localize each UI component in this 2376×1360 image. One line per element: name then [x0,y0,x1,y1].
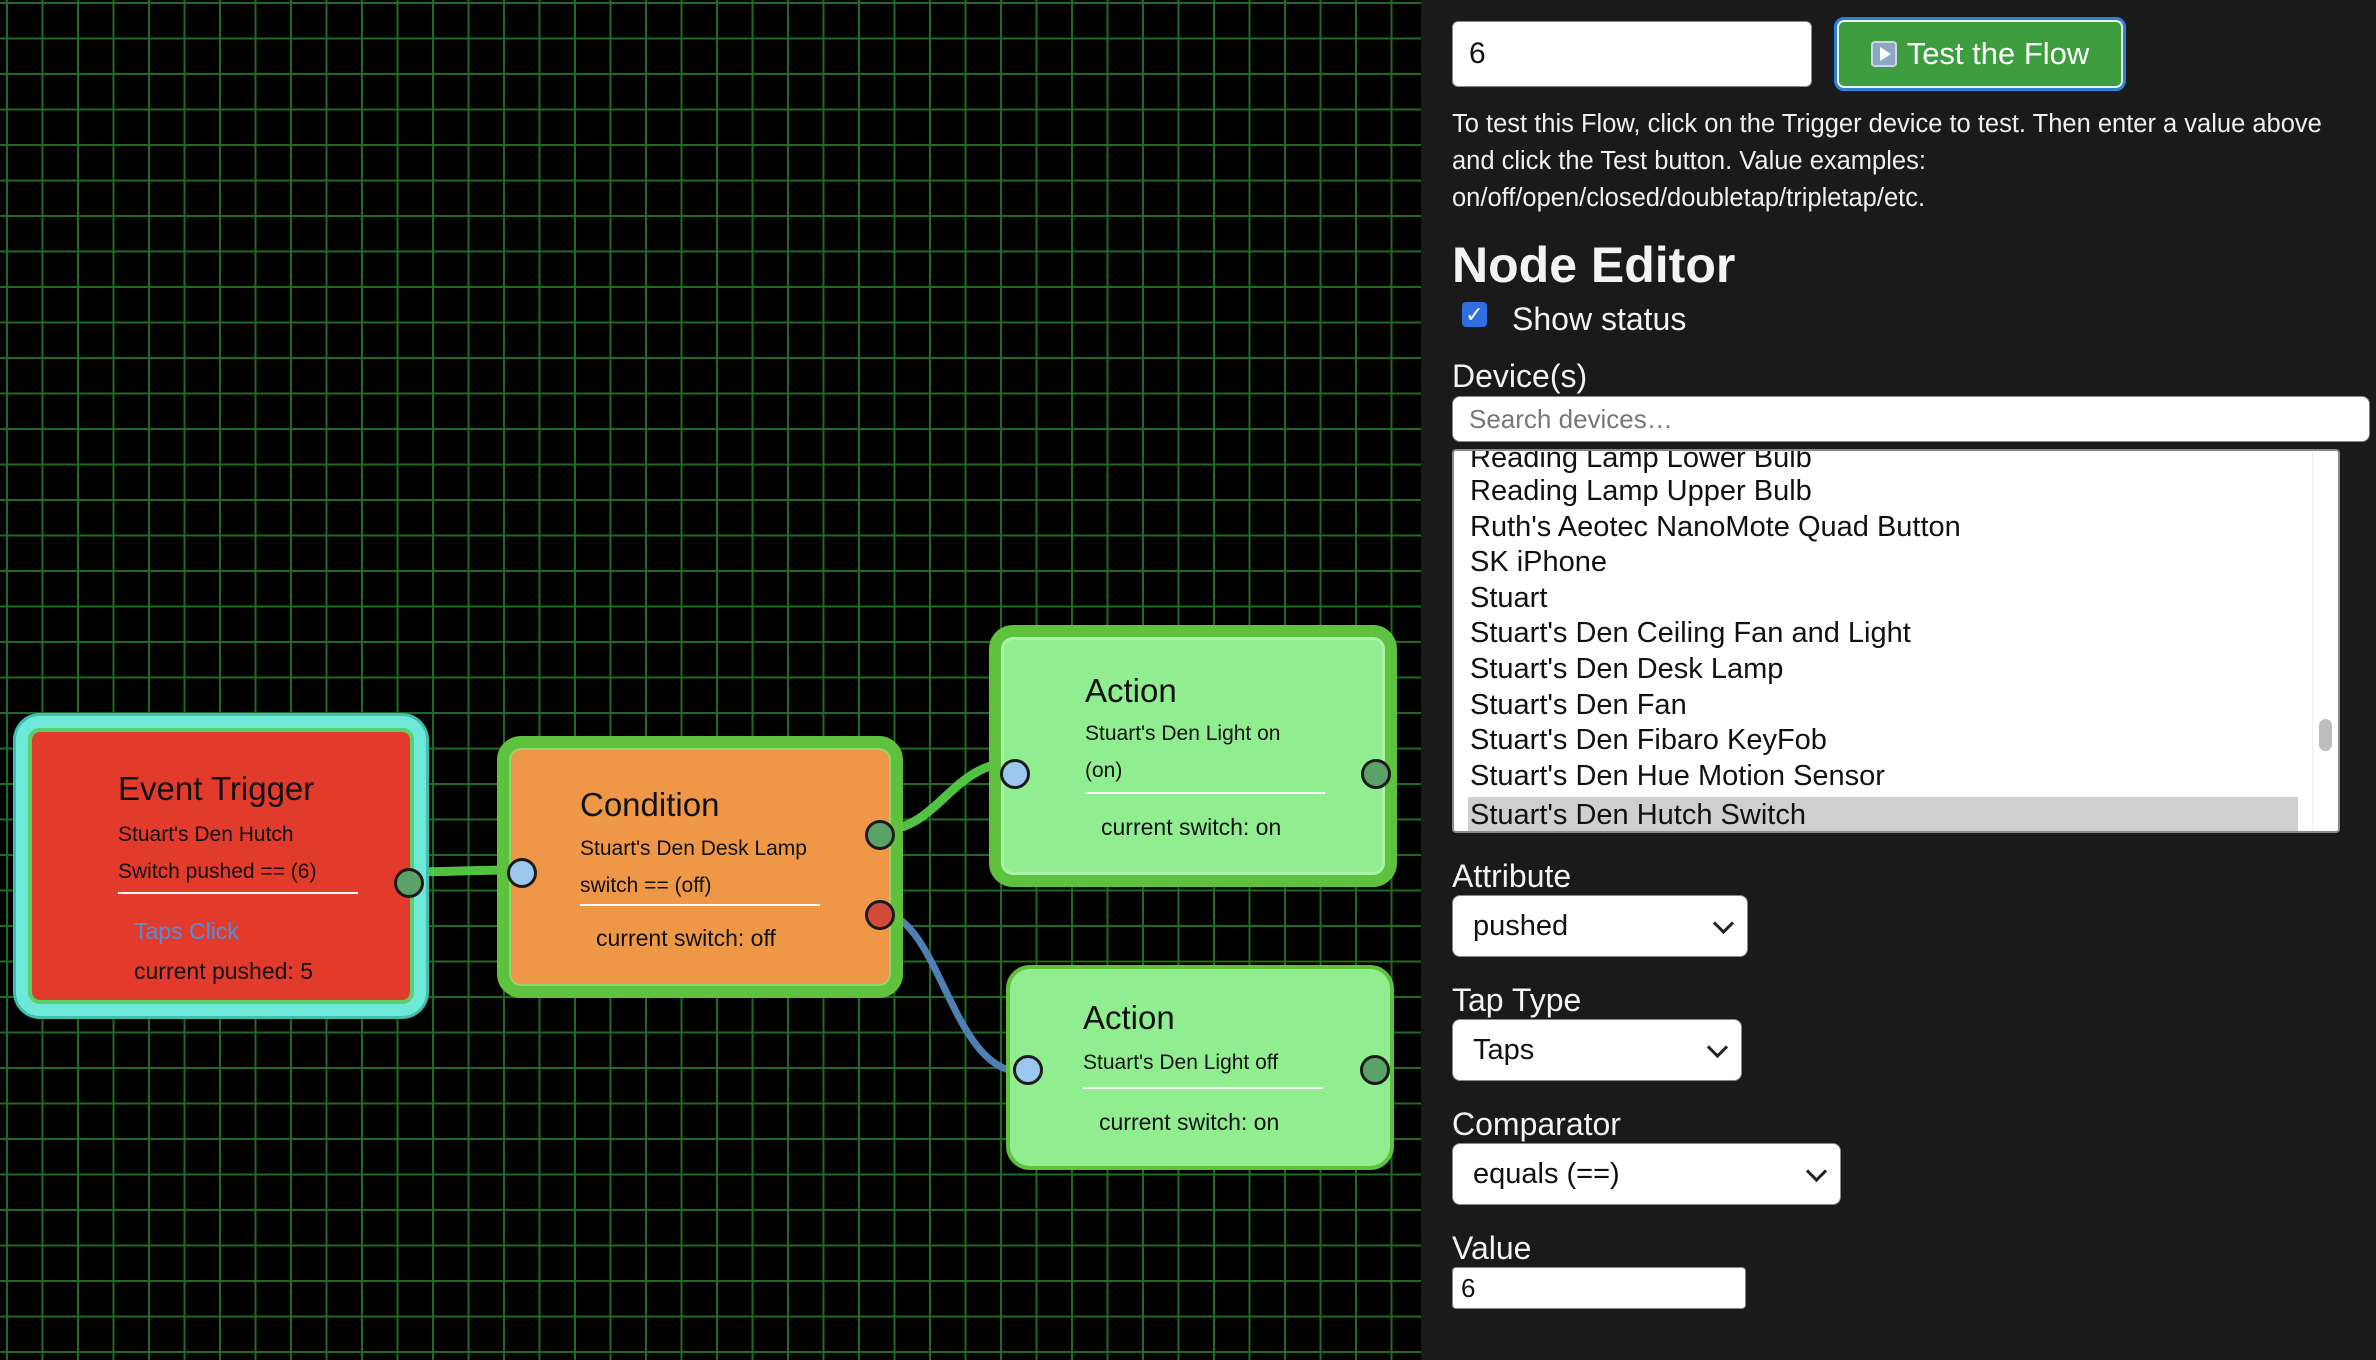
flow-canvas[interactable]: Event Trigger Stuart's Den Hutch Switch … [0,0,1421,1360]
value-label: Value [1452,1230,1532,1266]
action-node-light-on[interactable]: Action Stuart's Den Light on (on) curren… [989,625,1397,887]
false-output-port[interactable] [865,900,895,930]
output-port[interactable] [1360,1055,1390,1085]
node-title: Condition [580,786,720,823]
chevron-down-icon [1805,1160,1828,1183]
node-status: current switch: on [1101,814,1282,840]
node-description-line: switch == (off) [580,874,712,897]
list-scroll-track [2312,451,2313,831]
node-description: Stuart's Den Light off [1083,1044,1278,1081]
taps-click-link[interactable]: Taps Click [134,918,239,944]
list-item[interactable]: Reading Lamp Upper Bulb [1470,475,1812,507]
node-divider [1083,1087,1323,1089]
node-description-line: Stuart's Den Light on [1085,722,1281,745]
node-description-line: Stuart's Den Hutch [118,823,294,846]
node-divider [580,904,820,906]
attribute-select-value: pushed [1473,909,1569,942]
condition-node[interactable]: Condition Stuart's Den Desk Lamp switch … [497,736,903,998]
list-item[interactable]: Stuart's Den Desk Lamp [1470,653,1784,685]
node-status: current switch: off [596,925,776,951]
event-trigger-node[interactable]: Event Trigger Stuart's Den Hutch Switch … [16,716,426,1016]
show-status-checkbox[interactable]: ✓ [1462,302,1487,327]
node-editor-heading: Node Editor [1452,237,1736,293]
device-listbox[interactable]: Reading Lamp Lower Bulb Reading Lamp Upp… [1452,449,2340,833]
list-item[interactable]: Stuart [1470,582,1548,614]
test-flow-button-label: Test the Flow [1906,36,2090,71]
node-description-line: Switch pushed == (6) [118,860,317,883]
tap-type-select-value: Taps [1473,1033,1535,1066]
input-port[interactable] [1000,759,1030,789]
list-item[interactable]: Stuart's Den Hue Motion Sensor [1470,760,1885,792]
node-divider [118,892,358,894]
output-port[interactable] [1361,759,1391,789]
show-status-label: Show status [1512,301,1687,337]
node-status: current switch: on [1099,1109,1280,1135]
test-help-text: To test this Flow, click on the Trigger … [1452,110,2322,212]
input-port[interactable] [1013,1055,1043,1085]
value-input[interactable]: 6 [1452,1267,1746,1309]
node-title: Action [1083,999,1175,1036]
node-description: Stuart's Den Light on (on) [1085,715,1280,789]
list-item-selected[interactable]: Stuart's Den Hutch Switch [1468,797,2298,831]
comparator-select-value: equals (==) [1473,1157,1620,1190]
chevron-down-icon [1706,1036,1729,1059]
play-icon [1870,41,1897,67]
device-search-input[interactable]: Search devices… [1452,396,2370,442]
list-item[interactable]: SK iPhone [1470,546,1608,578]
input-port[interactable] [507,858,537,888]
comparator-select[interactable]: equals (==) [1452,1143,1841,1205]
output-port[interactable] [394,868,424,898]
action-node-light-off[interactable]: Action Stuart's Den Light off current sw… [1006,965,1394,1170]
list-item[interactable]: Stuart's Den Fibaro KeyFob [1470,724,1827,756]
tap-type-select[interactable]: Taps [1452,1019,1742,1081]
list-item[interactable]: Stuart's Den Ceiling Fan and Light [1470,617,1911,649]
attribute-label: Attribute [1452,858,1572,894]
node-description-line: Stuart's Den Desk Lamp [580,837,807,860]
list-item[interactable]: Reading Lamp Lower Bulb [1470,449,1812,474]
attribute-select[interactable]: pushed [1452,895,1748,957]
list-item[interactable]: Stuart's Den Fan [1470,689,1687,721]
test-flow-button[interactable]: Test the Flow [1834,17,2126,91]
list-item[interactable]: Ruth's Aeotec NanoMote Quad Button [1470,511,1961,543]
node-description-line: (on) [1085,759,1123,782]
comparator-label: Comparator [1452,1106,1621,1142]
tap-type-label: Tap Type [1452,982,1582,1018]
devices-label: Device(s) [1452,358,1588,394]
node-divider [1085,792,1325,794]
node-title: Action [1085,672,1177,709]
node-description-line: Stuart's Den Light off [1083,1051,1279,1074]
node-title: Event Trigger [118,770,315,807]
node-status: current pushed: 5 [134,958,314,984]
list-scrollbar[interactable] [2319,719,2332,751]
node-description: Stuart's Den Hutch Switch pushed == (6) [118,816,316,890]
true-output-port[interactable] [865,820,895,850]
node-description: Stuart's Den Desk Lamp switch == (off) [580,830,807,904]
test-value-input[interactable]: 6 [1452,21,1812,87]
chevron-down-icon [1712,912,1735,935]
